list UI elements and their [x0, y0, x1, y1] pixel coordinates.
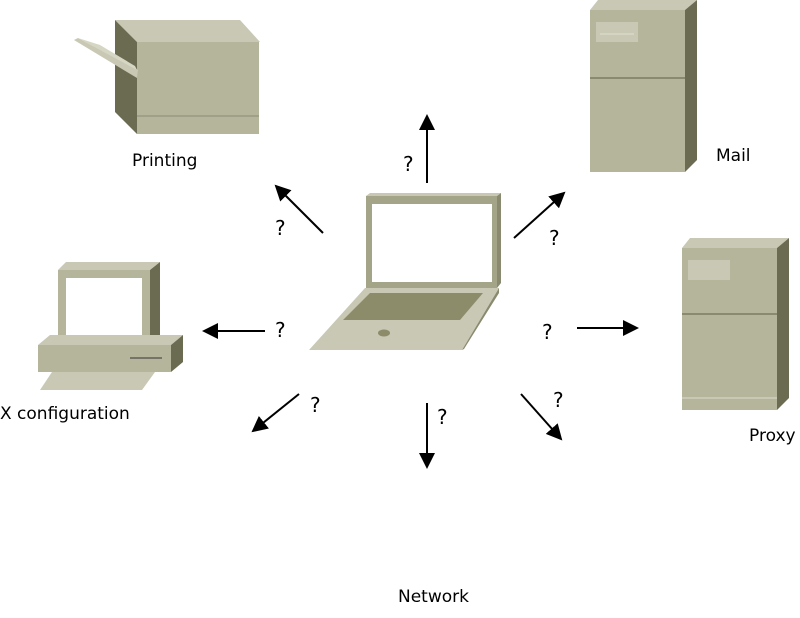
arrow-printing — [274, 184, 324, 234]
printer-icon — [74, 20, 260, 134]
question-mark: ? — [403, 152, 414, 176]
laptop-icon — [309, 193, 501, 350]
question-mark: ? — [549, 226, 560, 250]
arrow-lower-left — [251, 393, 300, 433]
question-mark: ? — [275, 216, 286, 240]
question-mark: ? — [275, 318, 286, 342]
question-mark: ? — [437, 405, 448, 429]
question-mark: ? — [553, 388, 564, 412]
question-mark: ? — [310, 393, 321, 417]
label-network: Network — [398, 587, 469, 607]
arrow-mail — [513, 191, 566, 239]
question-mark: ? — [542, 320, 553, 344]
mail-server-icon — [590, 0, 697, 172]
label-proxy: Proxy — [749, 426, 796, 446]
label-mail: Mail — [716, 146, 751, 166]
label-printing: Printing — [132, 151, 198, 171]
proxy-server-icon — [682, 238, 789, 410]
arrow-lower-right — [520, 393, 563, 441]
label-x-configuration: X configuration — [0, 404, 130, 424]
desktop-computer-icon — [38, 262, 183, 390]
